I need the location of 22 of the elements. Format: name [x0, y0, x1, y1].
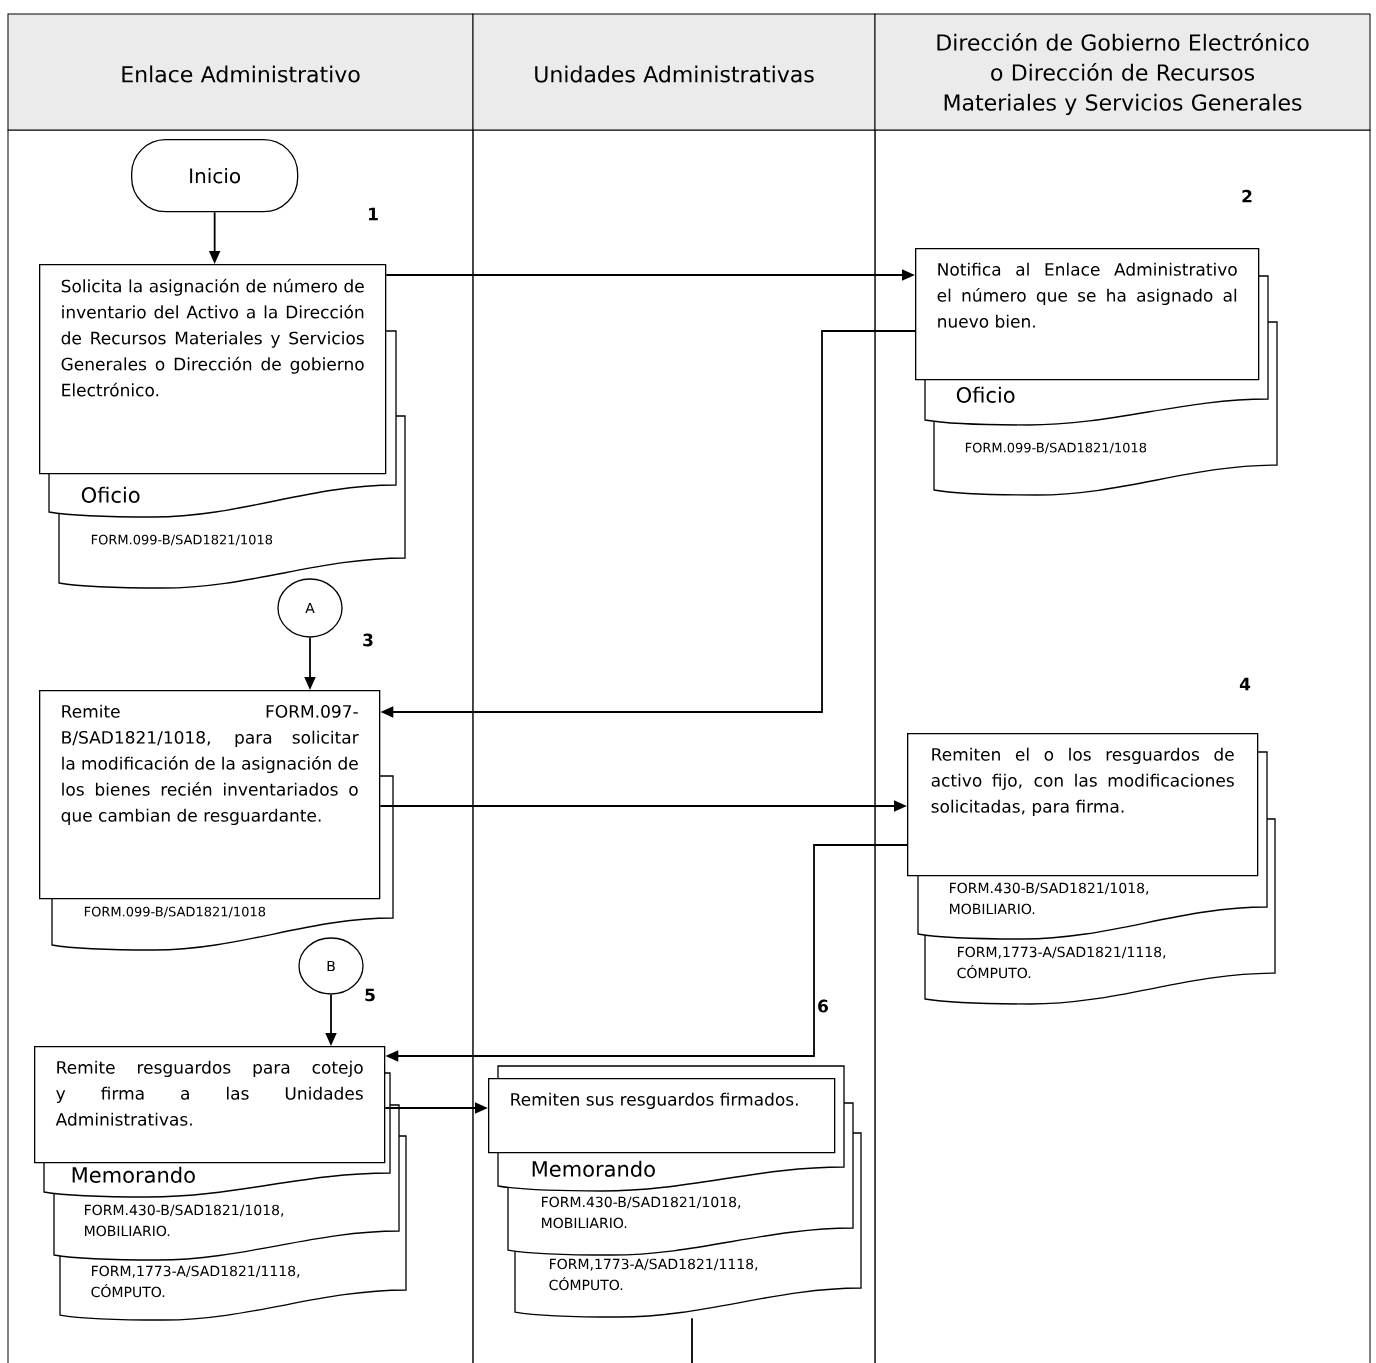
step-number: 2	[1242, 189, 1252, 203]
node-label: Unidades Administrativas	[535, 65, 814, 83]
process-box-with-documents: Remite FORM.097-B/SAD1821/1018, para solicitar la modificación de la asignación de los bienes recién inventariados o que cambian de resguardante. FORM.099-B/SAD1821/1018	[39, 690, 394, 951]
process-box-with-documents: Remiten sus resguardos firmados. Memorando FORM.430-B/SAD1821/1018, MOBILIARIO. FORM,1773-A/SAD1821/1118, CÓMPUTO.	[488, 1065, 862, 1318]
step-number: 6	[818, 999, 828, 1013]
node-label: Dirección de Gobierno Electrónico o Dirección de Recursos Materiales y Servicios Generales	[937, 32, 1309, 116]
step-number: 4	[1239, 677, 1251, 691]
node-label: FORM.099-B/SAD1821/1018	[91, 534, 273, 546]
process-box-with-documents: Remiten el o los resguardos de activo fijo, con las modificaciones solicitadas, para firma. FORM.430-B/SAD1821/1018, MOBILIARIO. FORM,1773-A/SAD1821/1118, CÓMPUTO.	[907, 733, 1276, 1005]
start-terminator: Inicio	[131, 139, 299, 213]
node-label: Remite resguardos para cotejo y firma a las Unidades Administrativas.	[55, 1060, 363, 1126]
node-label: Enlace Administrativo	[122, 65, 360, 83]
process-box-with-documents: Notifica al Enlace Administrativo el número que se ha asignado al nuevo bien. Oficio FORM.099-B/SAD1821/1018	[915, 248, 1278, 496]
node-label: FORM,1773-A/SAD1821/1118, CÓMPUTO.	[957, 946, 1166, 979]
node-label: Remiten sus resguardos firmados.	[511, 1092, 798, 1110]
step-number: 1	[369, 207, 378, 221]
node-label: FORM.099-B/SAD1821/1018	[84, 906, 266, 918]
process-box-with-documents: Remite resguardos para cotejo y firma a las Unidades Administrativas. Memorando FORM.430-B/SAD1821/1018, MOBILIARIO. FORM,1773-A/SAD1821/1118, CÓMPUTO.	[34, 1046, 407, 1321]
step-number: 3	[363, 633, 373, 647]
process-box-with-documents: Solicita la asignación de número de inventario del Activo a la Dirección de Recursos Materiales y Servicios Generales o Dirección de gobierno Electrónico. Oficio FORM.099-B/SAD1821/1018	[39, 264, 406, 589]
step-number: 5	[365, 988, 375, 1002]
node-label: Oficio	[81, 486, 140, 503]
